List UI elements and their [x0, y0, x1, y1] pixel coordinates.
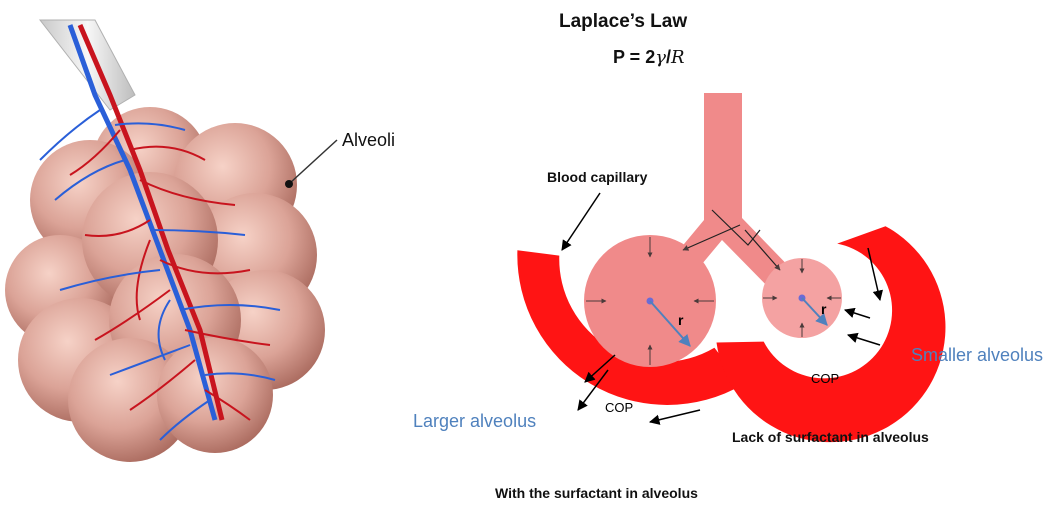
cop-label-small: COP	[811, 371, 839, 386]
laplace-schematic	[517, 93, 945, 442]
formula-gamma: γ	[655, 47, 666, 68]
cop-label-large: COP	[605, 400, 633, 415]
larger-alveolus-label: Larger alveolus	[413, 411, 536, 432]
lack-of-surfactant-caption: Lack of surfactant in alveolus	[732, 429, 929, 445]
diagram-title: Laplace’s Law	[559, 11, 687, 33]
alveoli-pointer-line	[290, 140, 337, 183]
blood-capillary-label: Blood capillary	[547, 169, 647, 185]
alveoli-cluster-illustration	[5, 20, 337, 462]
smaller-alveolus-label: Smaller alveolus	[911, 345, 1043, 366]
formula-radius: R	[671, 47, 685, 68]
radius-label-small: r	[821, 301, 826, 317]
with-surfactant-caption: With the surfactant in alveolus	[495, 485, 698, 501]
laplace-formula: P = 2γ/R	[613, 47, 685, 68]
alveoli-label: Alveoli	[342, 130, 395, 151]
formula-prefix: P = 2	[613, 47, 655, 67]
capillary-pointer-arrow	[562, 193, 600, 250]
alveoli-pointer-dot	[285, 180, 293, 188]
radius-label-large: r	[678, 312, 683, 328]
bronchiole-tube	[40, 20, 135, 110]
